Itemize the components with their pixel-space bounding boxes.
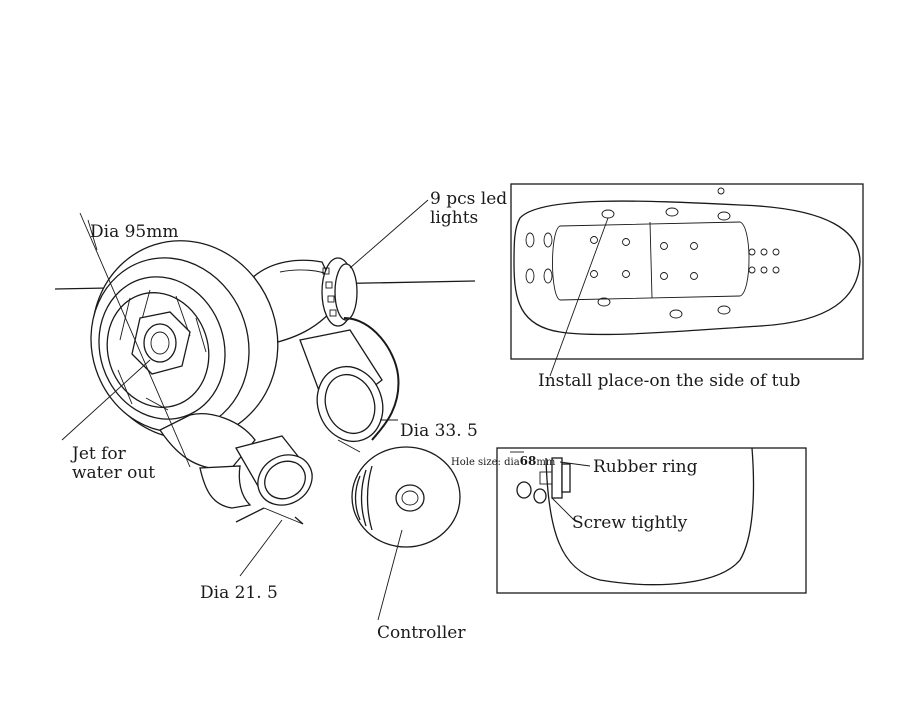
- dia-21-label: Dia 21. 5: [200, 583, 278, 603]
- install-place-label: Install place-on the side of tub: [538, 371, 800, 391]
- tub-top-view: [510, 183, 864, 377]
- tub-side-view: [496, 447, 807, 594]
- jet-label-line2: water out: [72, 463, 155, 483]
- jet-assembly: [54, 199, 476, 577]
- hole-size-value: 68: [520, 454, 537, 468]
- led-lights-label-line2: lights: [430, 208, 478, 228]
- hole-size-prefix: Hole size: dia: [451, 457, 520, 468]
- dia-95-label: Dia 95mm: [90, 222, 178, 242]
- controller-unit: [351, 446, 461, 621]
- hole-size-label: Hole size: dia68mm: [451, 454, 556, 468]
- dia-33-label: Dia 33. 5: [400, 421, 478, 441]
- hole-size-unit: mm: [536, 457, 555, 468]
- rubber-ring-label: Rubber ring: [593, 457, 698, 477]
- jet-label-line1: Jet for: [70, 444, 127, 464]
- led-lights-label-line1: 9 pcs led: [430, 189, 507, 209]
- controller-label: Controller: [377, 623, 466, 643]
- screw-tightly-label: Screw tightly: [572, 513, 688, 533]
